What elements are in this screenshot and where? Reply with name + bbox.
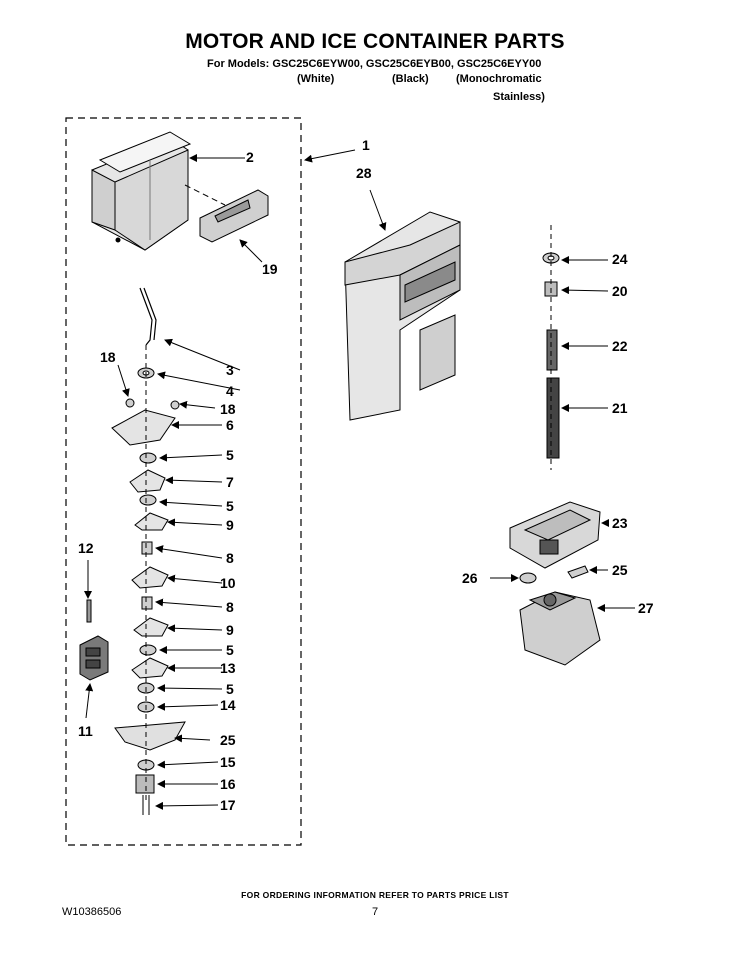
- callout-2: 2: [246, 149, 254, 165]
- motor-bracket-part: [509, 501, 601, 569]
- callout-1: 1: [362, 137, 370, 153]
- assembly-boundary: [65, 117, 302, 846]
- callout-22: 22: [612, 338, 628, 354]
- leader-lines: [84, 149, 635, 810]
- callout-25-b: 25: [220, 732, 236, 748]
- callout-5-b: 5: [226, 498, 234, 514]
- left-clip-parts: [79, 599, 109, 681]
- page-title: MOTOR AND ICE CONTAINER PARTS: [185, 30, 565, 53]
- color-black-label: (Black): [392, 73, 429, 85]
- color-mono-label-cont: Stainless): [493, 91, 545, 103]
- callout-23: 23: [612, 515, 628, 531]
- callout-28: 28: [356, 165, 372, 181]
- callout-18-left: 18: [100, 349, 116, 365]
- ordering-note: FOR ORDERING INFORMATION REFER TO PARTS …: [241, 890, 509, 900]
- callout-13: 13: [220, 660, 236, 676]
- callout-18-right: 18: [220, 401, 236, 417]
- deflector-part: [199, 189, 269, 243]
- page-number: 7: [372, 906, 379, 918]
- callout-16: 16: [220, 776, 236, 792]
- color-mono-label: (Monochromatic: [456, 73, 542, 85]
- callout-12: 12: [78, 540, 94, 556]
- callout-15: 15: [220, 754, 236, 770]
- callout-11: 11: [78, 723, 93, 739]
- callout-27: 27: [638, 600, 654, 616]
- pad-part: [567, 565, 589, 579]
- callout-17: 17: [220, 797, 236, 813]
- ice-container-part: [91, 131, 192, 251]
- washer-part: [519, 572, 537, 584]
- callout-8-a: 8: [226, 550, 234, 566]
- callout-10: 10: [220, 575, 236, 591]
- shaft-parts-stack: [111, 367, 186, 815]
- callout-24: 24: [612, 251, 628, 267]
- callout-6: 6: [226, 417, 234, 433]
- callout-14: 14: [220, 697, 236, 713]
- callout-26: 26: [462, 570, 478, 586]
- callout-20: 20: [612, 283, 628, 299]
- document-number: W10386506: [62, 906, 122, 918]
- callout-3: 3: [226, 362, 234, 378]
- callout-4: 4: [226, 383, 234, 399]
- crank-rod-part: [139, 287, 157, 346]
- models-line: For Models: GSC25C6EYW00, GSC25C6EYB00, …: [207, 58, 542, 70]
- callout-5-a: 5: [226, 447, 234, 463]
- color-white-label: (White): [297, 73, 335, 85]
- callout-8-b: 8: [226, 599, 234, 615]
- callout-21: 21: [612, 400, 628, 416]
- dispenser-housing-part: [344, 211, 461, 421]
- callout-labels: 1 2 28 19 24 20 22 21 18 3 4 18 6 5 7 5 …: [78, 137, 654, 813]
- callout-7: 7: [226, 474, 234, 490]
- motor-part: [519, 591, 601, 666]
- callout-9-b: 9: [226, 622, 234, 638]
- callout-9-a: 9: [226, 517, 234, 533]
- callout-19: 19: [262, 261, 278, 277]
- callout-25-a: 25: [612, 562, 628, 578]
- callout-5-d: 5: [226, 681, 234, 697]
- callout-5-c: 5: [226, 642, 234, 658]
